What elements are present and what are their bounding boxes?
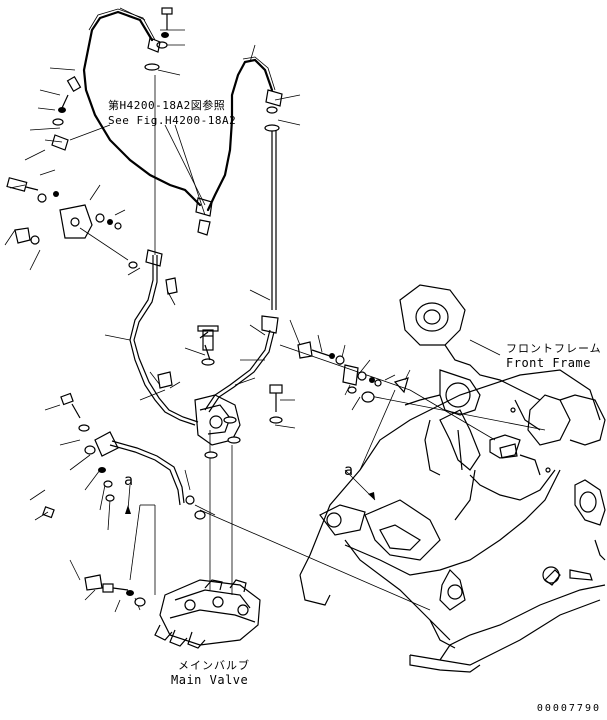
reference-note-en: See Fig.H4200-18A2 [108, 114, 237, 127]
drawing-number: 00007790 [536, 703, 601, 714]
leader-lines [4, 7, 546, 613]
relief-block [194, 325, 241, 446]
reference-note-jp: 第H4200-18A2図参照 [108, 99, 226, 112]
reference-arrows [125, 492, 375, 514]
marker-a-left: a [124, 471, 134, 489]
front-frame-label-jp: フロントフレーム [506, 342, 602, 355]
main-valve-label-en: Main Valve [171, 673, 249, 687]
fasteners [6, 7, 518, 607]
main-valve-label-jp: メインバルブ [178, 659, 250, 672]
hoses [82, 8, 277, 426]
front-frame-label-en: Front Frame [506, 356, 591, 370]
front-frame [299, 284, 606, 673]
main-valve-body [154, 579, 261, 649]
marker-a-right: a [344, 461, 354, 479]
